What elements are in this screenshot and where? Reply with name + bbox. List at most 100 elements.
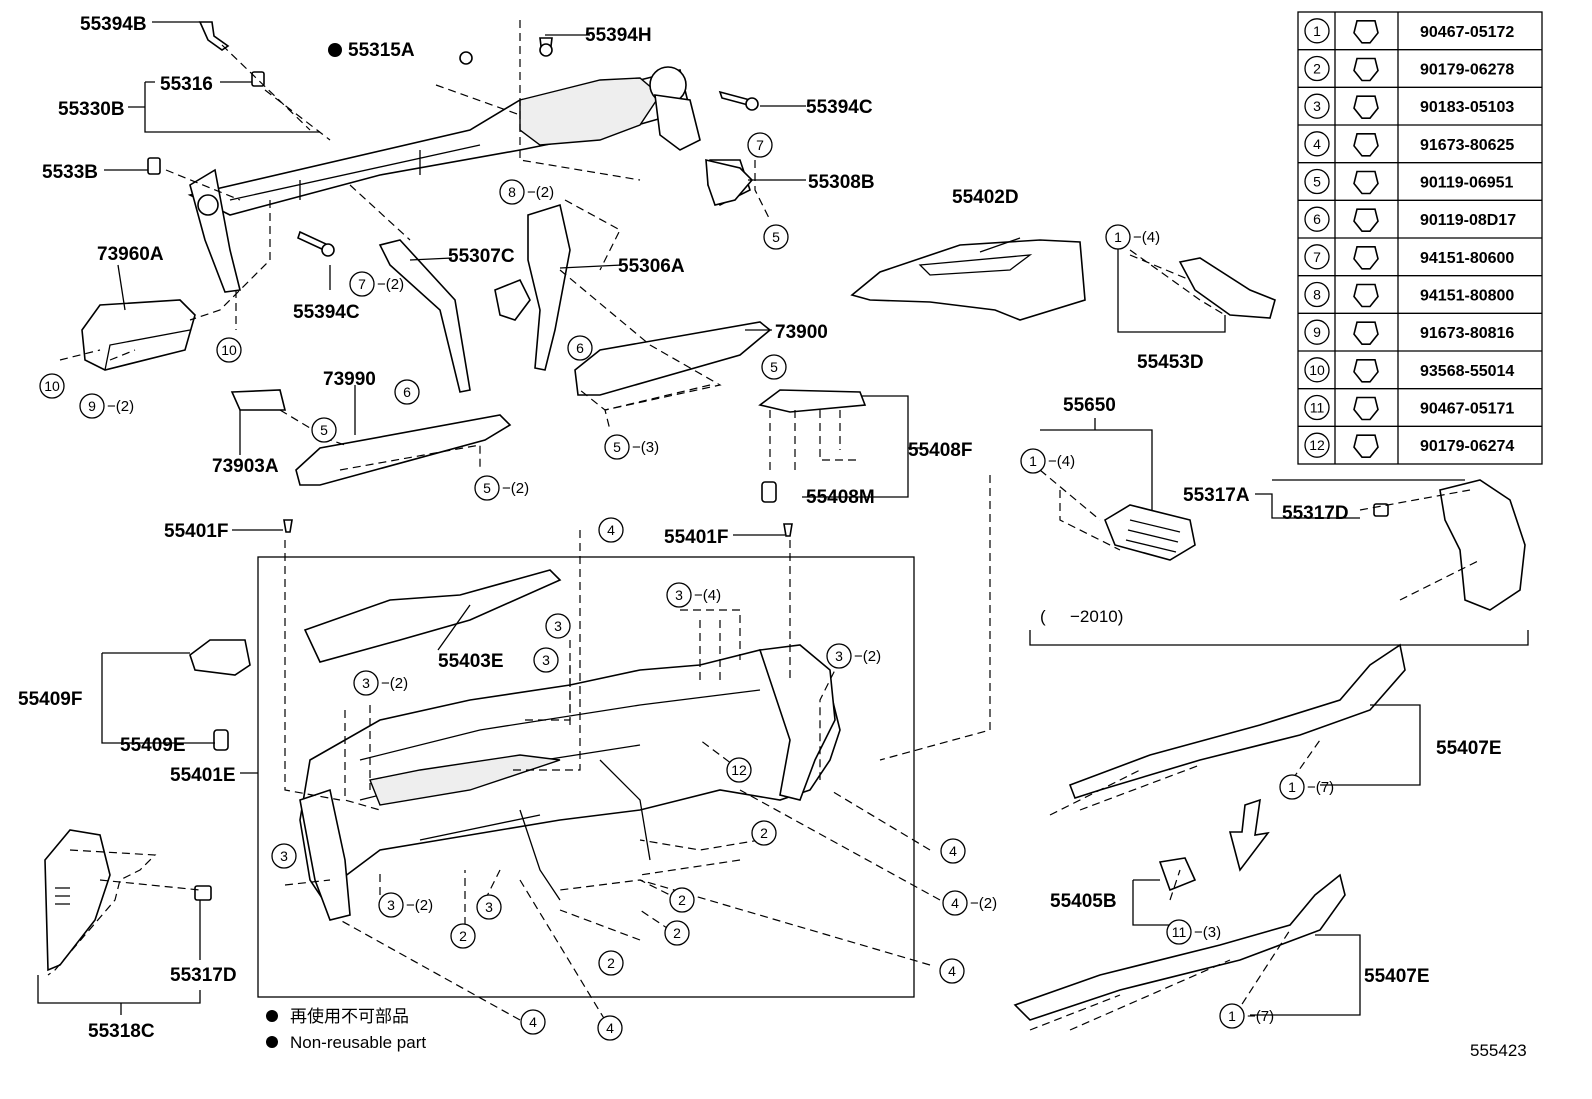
callout-quantity: −(4) (694, 587, 721, 604)
row-number-circle (1304, 281, 1330, 308)
row-number: 6 (1313, 211, 1321, 227)
callout-1: 1−(4) (1105, 224, 1160, 250)
part-label-55453d: 55453D (1137, 352, 1204, 373)
down-arrow-icon (1228, 798, 1270, 872)
label-brackets (37, 21, 1529, 1016)
knee-airbag-73960a (81, 299, 196, 371)
part-number: 94151-80600 (1420, 250, 1514, 267)
part-label-55317d_l: 55317D (170, 965, 237, 986)
callout-3: 3−(2) (826, 643, 881, 669)
fastener-icon (1353, 246, 1379, 270)
callout-circle (761, 354, 787, 380)
callout-5: 5 (761, 354, 787, 380)
callout-circle (604, 434, 630, 460)
part-number: 90467-05172 (1420, 24, 1514, 41)
callout-3: 3 −(2) (353, 670, 408, 696)
part-label-73990: 73990 (323, 369, 376, 390)
garnish-55407e-lower (1013, 873, 1346, 1021)
callout-number: 10 (44, 378, 60, 394)
fastener-icon (1353, 208, 1379, 232)
part-label-55394c_l: 55394C (293, 302, 360, 323)
callout-circle (726, 757, 752, 783)
callout-number: 6 (576, 340, 584, 356)
callout-1: 1−(4) (1020, 448, 1075, 474)
table-row: 7 94151-80600 (1304, 244, 1514, 270)
vent-55650 (1104, 504, 1196, 561)
row-number: 8 (1313, 287, 1321, 303)
callout-circle (1219, 1003, 1245, 1029)
callout-5: 5−(3) (604, 434, 659, 460)
part-number: 91673-80816 (1420, 325, 1514, 342)
row-number-circle (1304, 244, 1330, 270)
part-number: 91673-80625 (1420, 137, 1514, 154)
part-number: 90179-06278 (1420, 62, 1514, 79)
fastener-icon (1353, 20, 1379, 44)
callout-quantity: −(2) (970, 895, 997, 912)
year-range-open: ( (1040, 607, 1046, 626)
callout-quantity: −(7) (1307, 779, 1334, 796)
callout-circle (751, 820, 777, 846)
callout-circle (598, 517, 624, 543)
fastener-icon (1353, 396, 1379, 421)
part-number: 90119-08D17 (1420, 212, 1516, 229)
row-number-circle (1304, 206, 1330, 232)
row-number: 3 (1313, 98, 1321, 114)
callout-circle (271, 843, 297, 869)
callout-number: 4 (606, 1020, 614, 1036)
row-number: 5 (1313, 174, 1321, 190)
non-reusable-dot-icon (266, 1010, 278, 1022)
part-number: 90179-06274 (1420, 438, 1514, 455)
callout-4: 4 (598, 517, 624, 543)
callout-1: 1 −(7) (1279, 774, 1334, 800)
callout-11: 11−(3) (1166, 919, 1221, 945)
callout-4: 4 (520, 1009, 546, 1035)
non-reusable-dot-icon (328, 43, 342, 57)
callout-7: 7−(2) (349, 271, 404, 297)
callout-circle (311, 417, 337, 443)
callout-number: 3 (362, 675, 370, 691)
side-cover-55318c (44, 829, 111, 972)
part-label-55394h: 55394H (585, 25, 652, 46)
fastener-icon (1353, 170, 1379, 195)
callout-quantity: −(2) (406, 897, 433, 914)
callout-number: 2 (607, 955, 615, 971)
part-label-55650: 55650 (1063, 395, 1116, 416)
fastener-icon (1353, 57, 1379, 82)
callout-circle (940, 838, 966, 864)
fastener-icon (1353, 95, 1379, 119)
callout-6: 6 (394, 379, 420, 405)
garnish-55407e-upper (1068, 643, 1406, 799)
callout-circle (669, 887, 695, 913)
callout-quantity: −(2) (854, 648, 881, 665)
legend: ● 再使用不可部品 ● Non-reusable part (266, 1006, 426, 1052)
callout-circle (476, 894, 502, 920)
callout-number: 3 (675, 587, 683, 603)
row-number-circle (1304, 168, 1330, 195)
callout-quantity: −(2) (381, 675, 408, 692)
row-number: 7 (1313, 249, 1321, 265)
part-label-55407e_b: 55407E (1364, 966, 1430, 987)
fastener-icon (1353, 359, 1379, 383)
part-label-55316: 55316 (160, 74, 213, 95)
diagram-number: 555423 (1470, 1041, 1527, 1060)
callout-5: 5 (311, 417, 337, 443)
part-label-55401f_r: 55401F (664, 527, 728, 548)
callout-number: 1 (1288, 779, 1296, 795)
callout-number: 3 (554, 618, 562, 634)
part-label-55306a: 55306A (618, 256, 685, 277)
callout-2: 2 (450, 923, 476, 949)
fastener-icon (1353, 133, 1379, 157)
part-label-55401e: 55401E (170, 765, 236, 786)
callout-circle (1020, 448, 1046, 474)
fastener-icon (1353, 321, 1379, 345)
